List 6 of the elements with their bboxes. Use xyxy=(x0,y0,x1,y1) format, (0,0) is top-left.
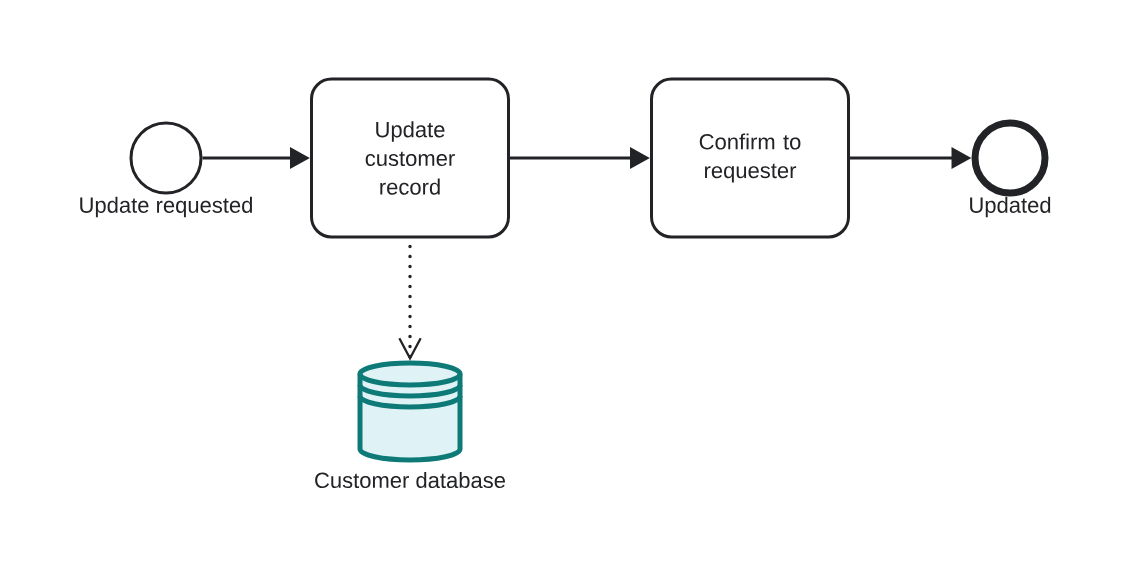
database-label: Customer database xyxy=(315,471,505,489)
dotted-arrow xyxy=(398,244,422,361)
task-box: Confirm to requester xyxy=(650,77,850,239)
event-label: Update requested xyxy=(80,196,252,218)
event-label: Updated xyxy=(970,196,1051,218)
task-box: Update customer record xyxy=(310,77,510,239)
